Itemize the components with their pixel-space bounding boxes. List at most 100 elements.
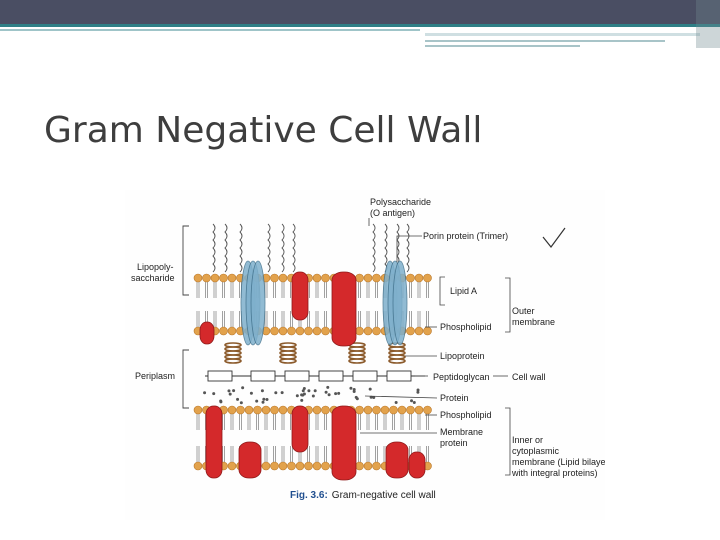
outer-lipid-head — [414, 273, 424, 283]
periplasm-protein-dot — [372, 395, 376, 399]
inner-lipid-head — [227, 461, 237, 471]
lipoprotein-coil — [348, 358, 366, 364]
header-stripe-light — [0, 29, 420, 31]
label-inner-3: membrane (Lipid bilayer — [512, 457, 605, 467]
inner-lipid-head — [295, 461, 305, 471]
porin-protein — [392, 260, 408, 346]
figure-caption: Fig. 3.6: Gram-negative cell wall — [290, 490, 436, 501]
periplasm-protein-dot — [249, 391, 253, 395]
peptidoglycan-unit — [250, 370, 276, 382]
label-o-antigen: (O antigen) — [370, 208, 415, 218]
cell-wall-figure: Polysaccharide (O antigen) Porin protein… — [125, 190, 609, 520]
header-stripe-corner — [696, 0, 720, 48]
inner-lipid-head — [406, 405, 415, 415]
periplasm-protein-dot — [416, 388, 420, 392]
inner-lipid-head — [278, 461, 288, 471]
inner-membrane-protein — [205, 405, 223, 479]
outer-lipid-head — [423, 273, 432, 283]
outer-lipid-head — [227, 273, 237, 283]
outer-lipid-head — [406, 273, 415, 283]
periplasm-protein-dot — [302, 392, 306, 396]
inner-lipid-head — [414, 405, 424, 415]
inner-lipid-head — [363, 461, 373, 471]
inner-membrane-protein — [291, 405, 309, 453]
periplasm-protein-dot — [337, 391, 341, 395]
outer-lipid-head — [312, 326, 322, 336]
periplasm-bracket — [182, 349, 189, 409]
caption-text: Gram-negative cell wall — [332, 490, 436, 501]
periplasm-protein-dot — [327, 393, 331, 397]
label-outer-1: Outer — [512, 306, 535, 316]
outer-lipid-head — [355, 326, 364, 336]
header-stripe-light — [425, 33, 700, 36]
inner-lipid-head — [355, 461, 364, 471]
outer-lipid-head — [304, 326, 313, 336]
header-stripe — [0, 24, 720, 27]
periplasm-protein-dot — [255, 399, 259, 403]
periplasm-protein-dot — [412, 401, 416, 405]
inner-lipid-head — [372, 405, 381, 415]
lipoprotein-coil — [224, 358, 242, 364]
periplasm-protein-dot — [300, 393, 304, 397]
periplasm-protein-dot — [274, 391, 278, 395]
periplasm-protein-dot — [302, 386, 306, 390]
inner-lipid-head — [397, 405, 407, 415]
outer-lipid-head — [219, 326, 228, 336]
proteins-layer — [199, 260, 426, 481]
o-antigen-chain — [406, 223, 410, 273]
periplasm-protein-dot — [203, 391, 207, 395]
outer-lipid-head — [372, 326, 381, 336]
outer-lipid-head — [295, 326, 305, 336]
outer-lipid-head — [414, 326, 424, 336]
peptidoglycan-unit — [352, 370, 378, 382]
label-protein: Protein — [440, 393, 469, 403]
outer-membrane-protein — [331, 271, 357, 347]
periplasm-protein-dot — [324, 390, 328, 394]
outer-lipid-head — [321, 326, 330, 336]
peptidoglycan-unit — [284, 370, 310, 382]
label-membrane-protein-2: protein — [440, 438, 468, 448]
leader-protein — [364, 395, 438, 399]
outer-lipid-head — [270, 326, 279, 336]
label-lipopoly-2: saccharide — [131, 273, 175, 283]
outer-lipid-head — [355, 273, 364, 283]
periplasm-protein-dot — [349, 386, 353, 390]
slide-title: Gram Negative Cell Wall — [44, 110, 483, 151]
inner-lipid-head — [389, 405, 398, 415]
inner-lipid-head — [278, 405, 288, 415]
outer-lipid-head — [287, 326, 296, 336]
label-periplasm: Periplasm — [135, 371, 175, 381]
label-phospholipid-inner: Phospholipid — [440, 410, 492, 420]
label-lipoprotein: Lipoprotein — [440, 351, 485, 361]
label-inner-1: Inner or — [512, 435, 543, 445]
caption-number: Fig. 3.6: — [290, 490, 328, 501]
checkmark-icon — [542, 227, 566, 248]
leader-lines — [182, 218, 511, 476]
inner-lipid-head — [261, 405, 271, 415]
inner-lipid-head — [270, 405, 279, 415]
o-antigen-chain — [292, 223, 296, 273]
label-lipopoly-1: Lipopoly- — [137, 262, 174, 272]
outer-membrane-protein — [291, 271, 309, 321]
outer-membrane-protein — [199, 321, 215, 345]
inner-lipid-head — [287, 461, 296, 471]
periplasm-protein-dot — [239, 401, 243, 405]
periplasm-protein-dot — [355, 397, 359, 401]
lipoprotein-coil — [279, 358, 297, 364]
outer-lipid-head — [363, 326, 373, 336]
periplasm-protein-dot — [334, 392, 338, 396]
outer-lipid-head — [202, 273, 211, 283]
periplasm-protein-dot — [265, 398, 269, 402]
outer-lipid-head — [193, 273, 203, 283]
outer-lipid-head — [406, 326, 415, 336]
o-antigen-chain — [239, 223, 243, 273]
peptidoglycan-unit — [318, 370, 344, 382]
periplasm-protein-dot — [236, 397, 240, 401]
periplasm-protein-dot — [295, 394, 299, 398]
periplasm-protein-dot — [300, 398, 304, 402]
periplasm-protein-dot — [227, 389, 231, 393]
inner-lipid-head — [423, 405, 432, 415]
peptidoglycan-unit — [386, 370, 412, 382]
inner-lipid-head — [253, 405, 262, 415]
outer-lipid-head — [270, 273, 279, 283]
